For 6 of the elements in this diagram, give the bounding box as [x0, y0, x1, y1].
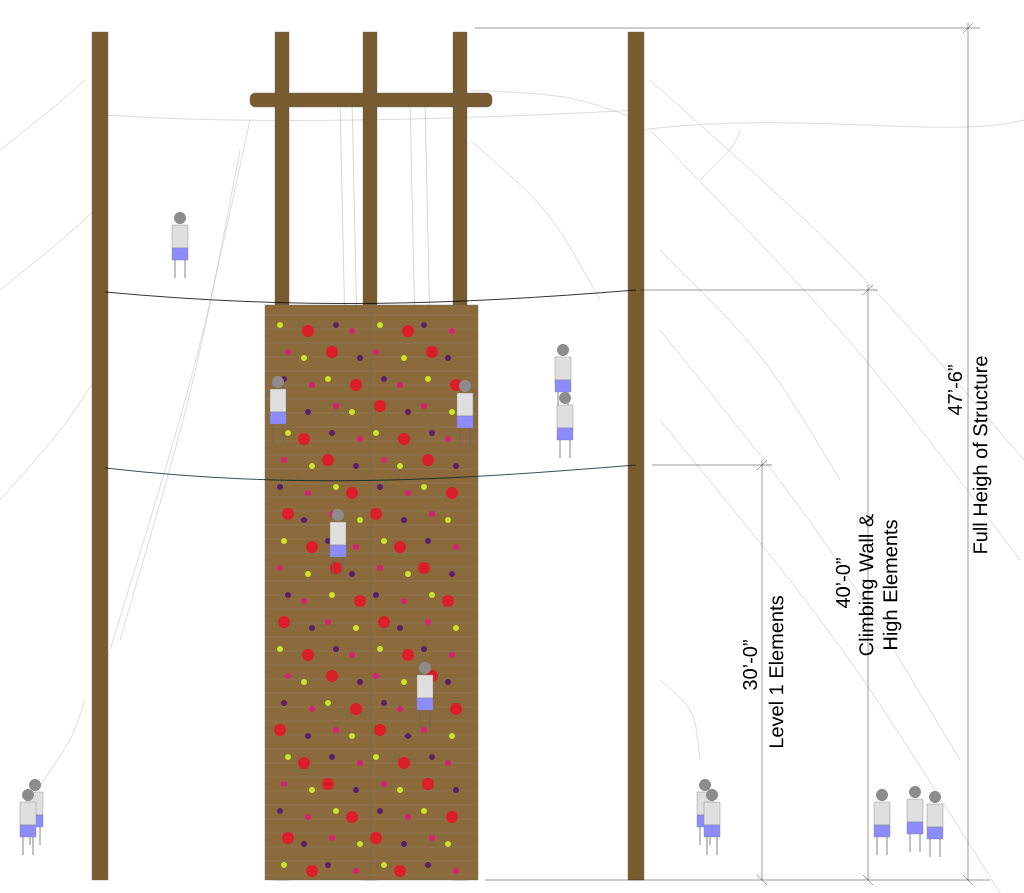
dimension-label: Level 1 Elements — [768, 596, 784, 748]
dimension-label: 30’-0” — [742, 640, 758, 690]
dimension-label: Full Heigh of Structure — [972, 356, 992, 553]
dimension-label: 40’-0” — [835, 558, 851, 609]
dimension-label: Climbing Wall & High Elements — [858, 514, 902, 656]
dimension-label: 47’-6” — [947, 365, 963, 416]
